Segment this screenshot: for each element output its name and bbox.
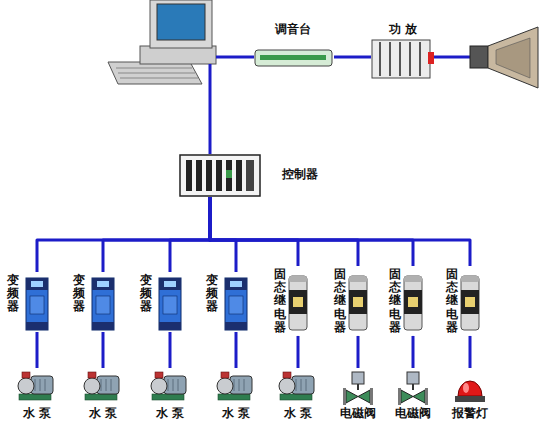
speaker [470, 27, 538, 88]
solid-state-relay: 固态继电器 [389, 266, 423, 336]
solid-state-relay: 固态继电器 [446, 266, 480, 336]
computer [108, 0, 216, 84]
pump: 水 泵 [274, 368, 322, 422]
node-label: 电磁阀 [340, 406, 376, 420]
pump-icon [279, 372, 314, 400]
connector [36, 332, 39, 368]
relay-icon [349, 276, 367, 330]
node-label: 变频器 [206, 274, 218, 314]
node-label: 调音台 [275, 22, 311, 36]
connector [210, 197, 470, 266]
solenoid-valve: 电磁阀 [334, 368, 382, 422]
pump-icon [151, 372, 186, 400]
inverter-icon [159, 278, 181, 330]
mixer: 调音台 [252, 22, 334, 68]
amplifier: 功 放 [371, 22, 435, 80]
solenoid-valve: 电磁阀 [389, 368, 437, 422]
inverter-icon [92, 278, 114, 330]
connector [235, 332, 238, 368]
alarm-light-icon [455, 381, 485, 402]
connector [412, 336, 415, 368]
node-label: 固态继电器 [334, 268, 346, 334]
node-label: 水 泵 [89, 406, 117, 420]
relay-icon [461, 276, 479, 330]
connector [469, 336, 472, 368]
node-label: 水 泵 [23, 406, 51, 420]
node-label: 固态继电器 [446, 268, 458, 334]
amplifier-icon [372, 40, 434, 78]
connector [37, 197, 210, 272]
wire [434, 56, 470, 59]
mixer-icon [255, 50, 332, 66]
inverter: 变频器 [7, 272, 49, 332]
connector [103, 197, 210, 272]
node-label: 变频器 [140, 274, 152, 314]
valve-icon [398, 372, 428, 405]
inverter: 变频器 [140, 272, 182, 332]
wire [216, 56, 254, 59]
valve-icon [343, 372, 373, 405]
node-label: 功 放 [389, 22, 417, 36]
connector [210, 197, 413, 266]
controller: 控制器 [178, 153, 318, 197]
connector [170, 197, 210, 272]
pump: 水 泵 [79, 368, 127, 422]
connector [169, 332, 172, 368]
node-label: 固态继电器 [274, 268, 286, 334]
pump: 水 泵 [146, 368, 194, 422]
alarm-light: 报警灯 [446, 368, 494, 422]
inverter-icon [26, 278, 48, 330]
node-label: 水 泵 [222, 406, 250, 420]
inverter: 变频器 [73, 272, 115, 332]
connector [102, 332, 105, 368]
pump: 水 泵 [13, 368, 61, 422]
inverter-icon [225, 278, 247, 330]
connector [210, 197, 358, 266]
pump-icon [217, 372, 252, 400]
connector [210, 197, 298, 266]
solid-state-relay: 固态继电器 [334, 266, 368, 336]
node-label: 控制器 [282, 167, 318, 181]
relay-icon [289, 276, 307, 330]
connector [210, 197, 236, 272]
connector [334, 56, 371, 59]
controller-icon [180, 155, 260, 196]
node-label: 变频器 [73, 274, 85, 314]
node-label: 电磁阀 [395, 406, 431, 420]
relay-icon [404, 276, 422, 330]
pump-icon [84, 372, 119, 400]
node-label: 变频器 [7, 274, 19, 314]
pump-icon [18, 372, 53, 400]
inverter: 变频器 [206, 272, 248, 332]
connector [357, 336, 360, 368]
node-label: 固态继电器 [389, 268, 401, 334]
wire [209, 64, 212, 154]
node-label: 水 泵 [284, 406, 312, 420]
node-label: 报警灯 [452, 406, 488, 420]
connector [297, 336, 300, 368]
solid-state-relay: 固态继电器 [274, 266, 308, 336]
pump: 水 泵 [212, 368, 260, 422]
node-label: 水 泵 [156, 406, 184, 420]
